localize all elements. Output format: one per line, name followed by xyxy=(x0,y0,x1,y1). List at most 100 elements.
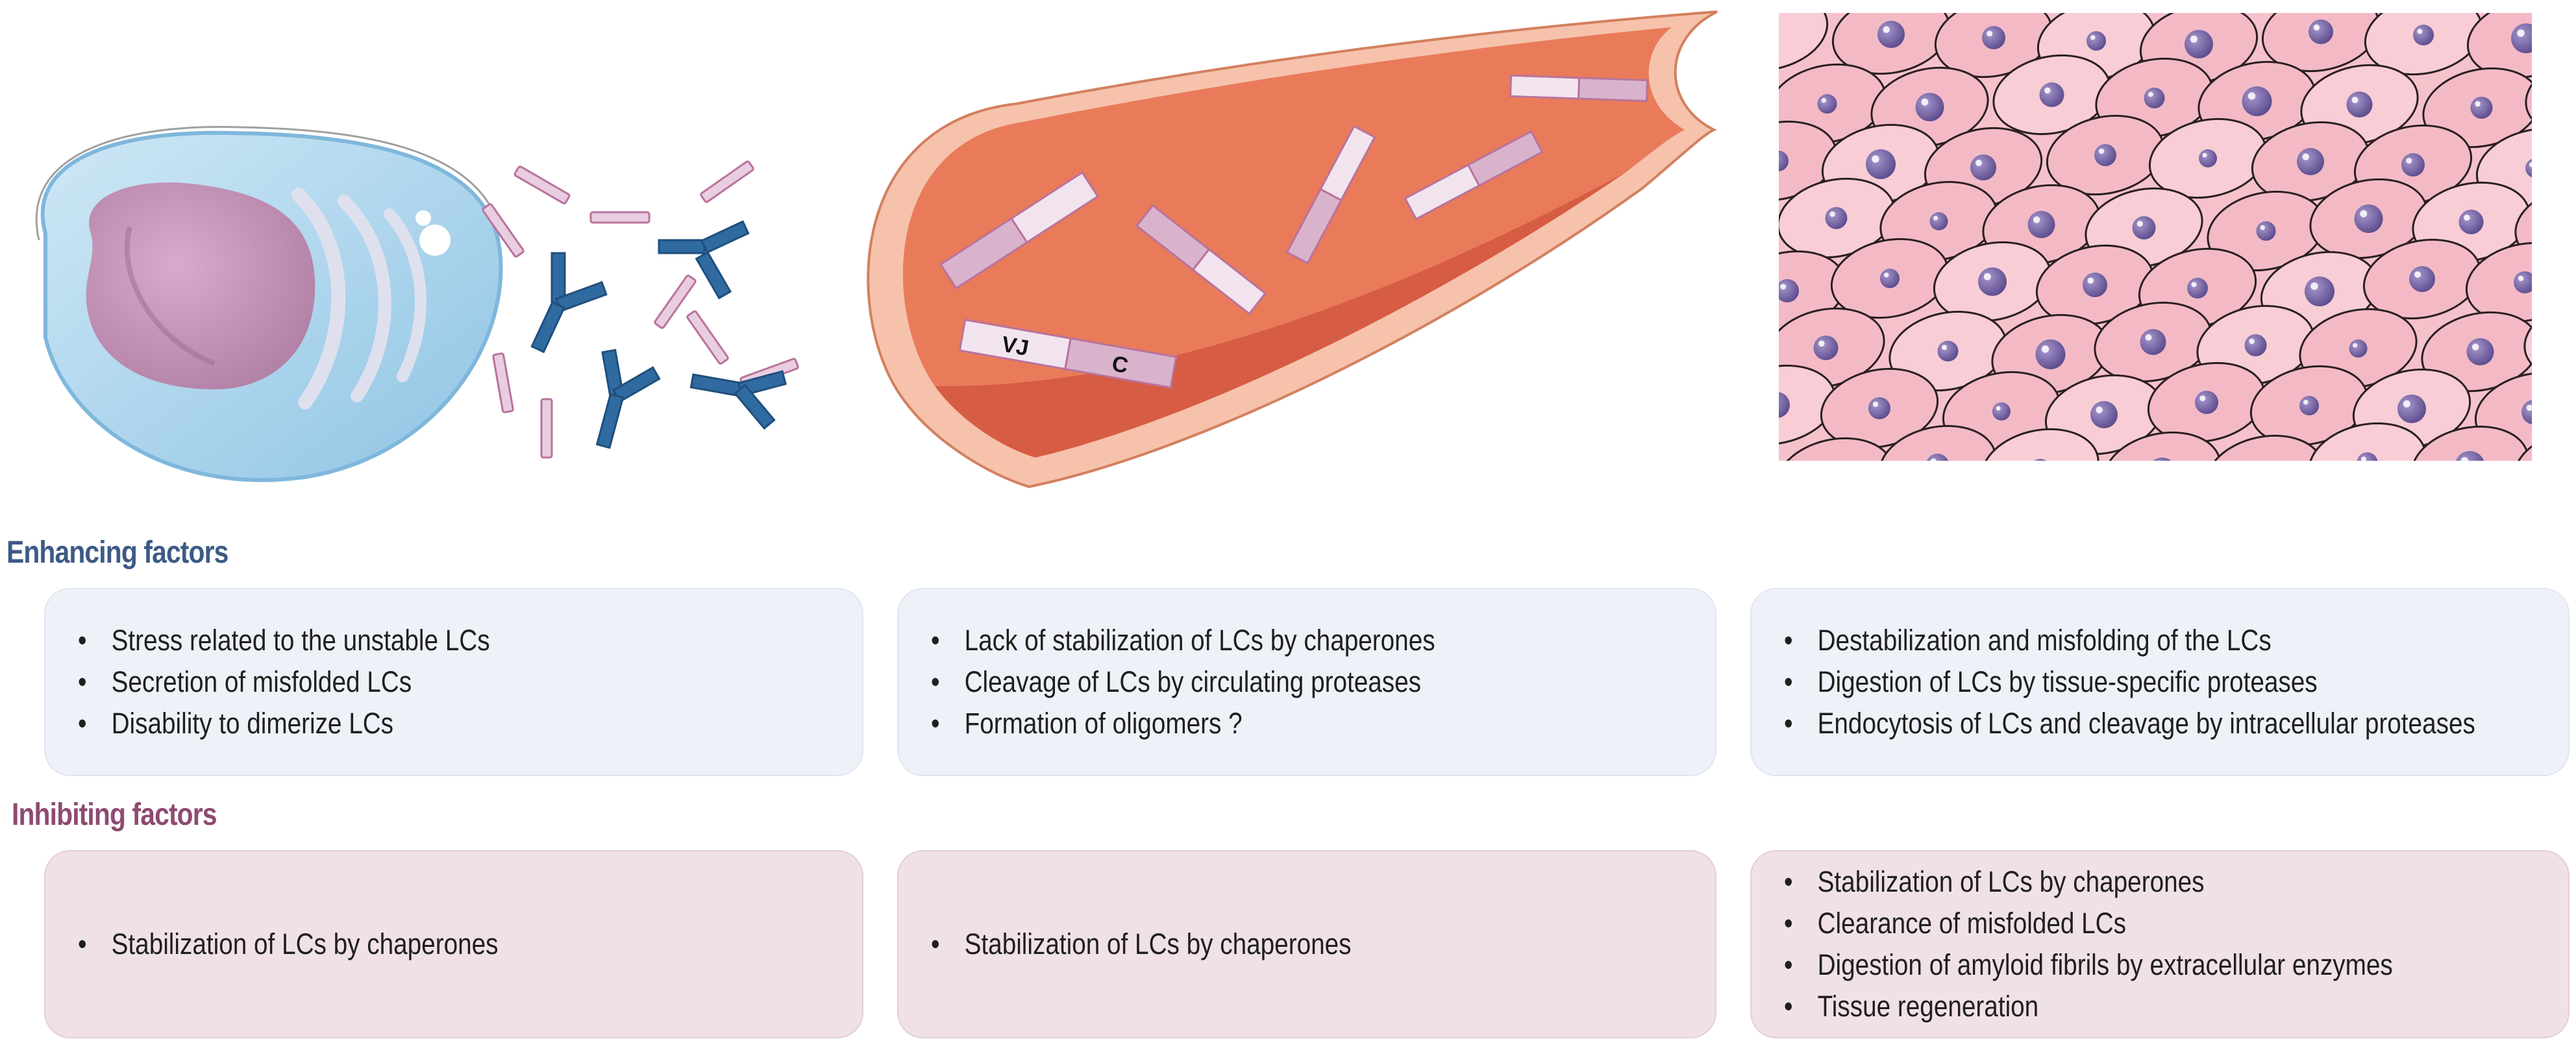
vesicle xyxy=(415,210,431,226)
tissue-nucleus xyxy=(2397,395,2426,423)
tissue-nucleus xyxy=(2035,339,2066,369)
factor-item: Clearance of misfolded LCs xyxy=(1784,903,2393,944)
factor-list: Stabilization of LCs by chaperonesCleara… xyxy=(1784,861,2492,1027)
tissue-nucleus xyxy=(2087,31,2106,51)
nucleus-highlight xyxy=(2310,282,2318,290)
nucleus-highlight xyxy=(2353,343,2358,348)
tissue-nucleus xyxy=(2256,221,2276,241)
factor-list: Lack of stabilization of LCs by chaperon… xyxy=(931,620,1517,744)
tissue-nucleus xyxy=(1982,26,2005,49)
factor-list: Stabilization of LCs by chaperones xyxy=(931,923,1420,965)
factor-list: Destabilization and misfolding of the LC… xyxy=(1784,620,2576,744)
tissue-nucleus xyxy=(1822,464,1849,491)
tissue-nucleus xyxy=(2560,456,2576,482)
blood-vessel: VJ C xyxy=(867,10,1718,489)
tissue-cell xyxy=(1981,428,2099,461)
antibody xyxy=(689,370,787,430)
tissue-cell-layer xyxy=(1769,13,2576,491)
tissue-nucleus xyxy=(2242,86,2272,116)
tissue-nucleus xyxy=(2199,149,2217,167)
factor-list: Stabilization of LCs by chaperones xyxy=(78,923,567,965)
nucleus-highlight xyxy=(1872,401,1879,408)
nucleus-highlight xyxy=(2033,216,2040,223)
nucleus-highlight xyxy=(2249,338,2255,345)
tissue-nucleus xyxy=(2455,451,2484,461)
light-chain xyxy=(1009,171,1100,244)
tissue-nucleus xyxy=(1937,341,1959,361)
nucleus-highlight xyxy=(2360,456,2366,461)
nucleus-highlight xyxy=(2260,225,2265,230)
tissue-nucleus xyxy=(1880,269,1900,288)
tissue-nucleus xyxy=(1813,336,1839,360)
tissue-nucleus xyxy=(2458,210,2484,234)
plasma-cell xyxy=(35,126,504,482)
nucleus-highlight xyxy=(2518,275,2524,282)
tissue-nucleus xyxy=(2094,144,2116,166)
tissue-nucleus xyxy=(2297,148,2324,175)
nucleus-highlight xyxy=(2199,395,2206,402)
light-chain xyxy=(540,398,553,459)
antibody xyxy=(595,348,661,449)
light-chain xyxy=(1577,77,1649,103)
tissue-nucleus xyxy=(2039,82,2064,107)
factor-item: Secretion of misfolded LCs xyxy=(78,661,490,703)
nucleus-highlight xyxy=(1780,284,1787,290)
nucleus-highlight xyxy=(1829,211,1835,217)
light-chain-c-domain xyxy=(1064,337,1178,389)
tissue-nucleus xyxy=(1779,392,1790,418)
tissue-nucleus xyxy=(2244,334,2267,356)
light-chain xyxy=(492,352,514,413)
tissue-cell xyxy=(2514,184,2532,266)
tissue-nucleus xyxy=(1866,149,1896,179)
factor-item: Stabilization of LCs by chaperones xyxy=(1784,861,2393,903)
tissue-nucleus xyxy=(2027,211,2055,238)
nucleus-highlight xyxy=(2313,24,2320,31)
light-chain xyxy=(482,203,525,258)
tissue-cell xyxy=(1779,437,1894,461)
nucleus-highlight xyxy=(1996,406,2001,411)
inhibiting-box-tissue: Stabilization of LCs by chaperonesCleara… xyxy=(1750,850,2570,1038)
nucleus-highlight xyxy=(1872,155,1879,163)
nucleus-highlight xyxy=(2406,158,2412,164)
nucleus-highlight xyxy=(2248,92,2256,100)
tissue-nucleus xyxy=(1868,397,1890,419)
tissue-nucleus xyxy=(2470,97,2493,119)
tissue-cell xyxy=(2523,299,2532,380)
nucleus-highlight xyxy=(2565,461,2571,468)
tissue-nucleus xyxy=(2349,339,2368,358)
factor-item: Digestion of amyloid fibrils by extracel… xyxy=(1784,944,2393,986)
nucleus-highlight xyxy=(1933,215,1938,221)
light-chain xyxy=(1319,125,1376,202)
enhancing-box-circulation: Lack of stabilization of LCs by chaperon… xyxy=(897,588,1716,776)
nucleus-highlight xyxy=(2096,406,2103,413)
tissue-nucleus xyxy=(1825,207,1848,229)
nucleus-highlight xyxy=(2190,35,2198,43)
tissue-cell xyxy=(1779,13,1829,72)
antibodies xyxy=(530,220,787,449)
nucleus-highlight xyxy=(2360,210,2368,217)
nucleus-highlight xyxy=(1769,397,1776,404)
er-fold-3 xyxy=(384,208,427,382)
tissue-nucleus xyxy=(1877,21,1905,48)
nucleus xyxy=(86,182,316,389)
inhibiting-box-circulation: Stabilization of LCs by chaperones xyxy=(897,850,1716,1038)
tissue-nucleus xyxy=(2354,204,2383,233)
cell-outline xyxy=(35,126,504,241)
nucleus-highlight xyxy=(2417,29,2423,34)
tissue-nucleus xyxy=(2305,276,2334,306)
nucleus-highlight xyxy=(2529,162,2532,167)
nucleus-highlight xyxy=(2202,153,2207,158)
nucleus-highlight xyxy=(2044,87,2051,94)
tissue-nucleus xyxy=(2083,273,2107,297)
nucleus-highlight xyxy=(2471,343,2479,350)
tissue-nucleus xyxy=(2253,463,2277,487)
tissue-nucleus xyxy=(2195,391,2218,414)
er-fold-1 xyxy=(291,188,346,409)
factor-item: Tissue regeneration xyxy=(1784,986,2393,1027)
tissue-nucleus xyxy=(2185,30,2213,58)
nucleus-highlight xyxy=(1818,340,1825,347)
tissue-nucleus xyxy=(2564,215,2576,236)
nucleus-highlight xyxy=(2136,221,2143,227)
tissue-nucleus xyxy=(2525,158,2532,178)
tissue-nucleus xyxy=(1926,454,1949,461)
